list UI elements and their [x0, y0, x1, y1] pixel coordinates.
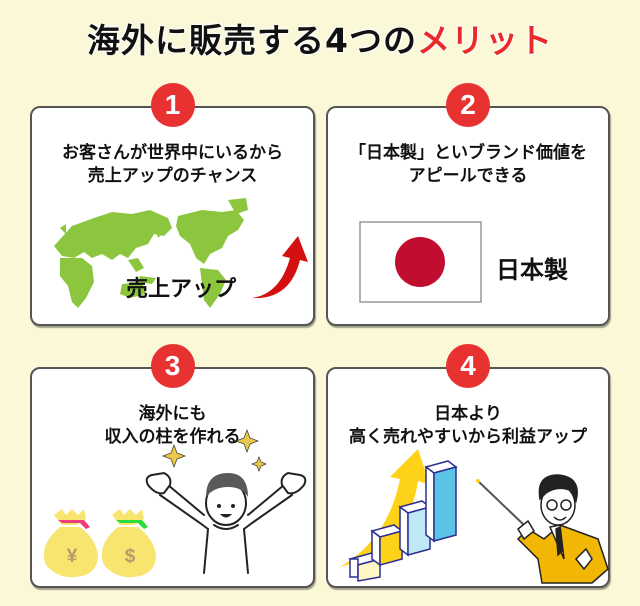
- svg-text:¥: ¥: [67, 546, 78, 567]
- made-in-japan-label: 日本製: [496, 256, 568, 284]
- yen-bag-icon: ¥: [43, 509, 98, 578]
- dollar-bag-icon: $: [101, 509, 156, 578]
- world-map-icon: [54, 198, 308, 308]
- merit-card-3: 3 海外にも 収入の柱を作れる ¥ $: [30, 344, 315, 588]
- heading-line-2: 高く売れやすいから利益アップ: [349, 427, 587, 447]
- card-heading: 日本より 高く売れやすいから利益アップ: [328, 403, 608, 449]
- happy-person-icon: [145, 471, 307, 574]
- heading-line-1: 「日本製」といブランド価値を: [349, 143, 587, 163]
- svg-text:$: $: [125, 546, 136, 567]
- card-heading: 「日本製」といブランド価値を アピールできる: [328, 142, 608, 188]
- heading-line-1: お客さんが世界中にいるから: [62, 143, 283, 163]
- japan-flag-icon: [359, 221, 482, 303]
- card-heading: 海外にも 収入の柱を作れる: [32, 403, 313, 449]
- title-accent: メリット: [416, 21, 553, 60]
- bar-chart-icon: [348, 460, 458, 582]
- number-badge: 4: [446, 344, 490, 388]
- sales-up-label: 売上アップ: [126, 277, 237, 302]
- number-badge: 3: [150, 344, 195, 388]
- rising-chart-and-presenter-icon: [340, 449, 609, 584]
- heading-line-1: 海外にも: [138, 404, 207, 424]
- merit-card-4: 4 日本より 高く売れやすいから利益アップ: [326, 344, 610, 588]
- merit-card-2: 2 「日本製」といブランド価値を アピールできる 日本製: [326, 83, 610, 326]
- heading-line-2: アピールできる: [408, 166, 528, 186]
- sparkle-icon: [162, 429, 267, 472]
- number-badge: 1: [150, 83, 195, 127]
- page-title: 海外に販売する4つのメリット: [0, 14, 640, 62]
- presenter-icon: [516, 474, 609, 584]
- title-main: 海外に販売する4つの: [87, 21, 417, 60]
- money-bags-and-person-icon: ¥ $: [43, 429, 307, 578]
- heading-line-1: 日本より: [434, 404, 502, 424]
- merit-card-1: 1 お客さんが世界中にいるから 売上アップのチャンス: [30, 83, 315, 326]
- heading-line-2: 売上アップのチャンス: [87, 166, 258, 186]
- heading-line-2: 収入の柱を作れる: [104, 427, 241, 447]
- number-badge: 2: [446, 83, 490, 127]
- card-heading: お客さんが世界中にいるから 売上アップのチャンス: [32, 142, 313, 188]
